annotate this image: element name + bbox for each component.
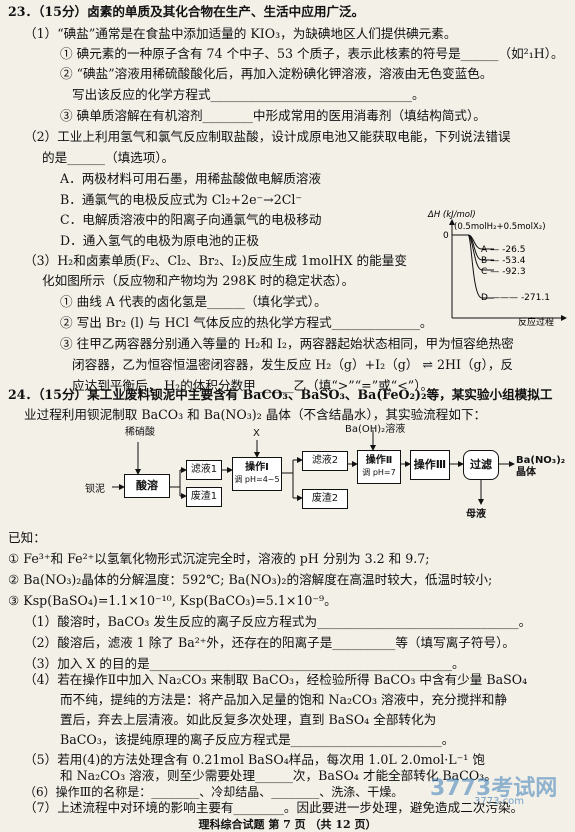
energy-zero: 0 bbox=[443, 231, 449, 241]
q24-step4a: （4）若在操作Ⅱ中加入 Na₂CO₃ 来制取 BaCO₃，经检验所得 BaCO₃… bbox=[24, 672, 528, 687]
q23-part3-1: ① 曲线 A 代表的卤化氢是______（填化学式）。 bbox=[60, 294, 327, 309]
q24-known-1: ① Fe³⁺和 Fe²⁺以氢氧化物形式沉淀完全时，溶液的 pH 分别为 3.2 … bbox=[8, 551, 430, 566]
watermark-url: 3773.com bbox=[474, 796, 524, 807]
curve-d bbox=[467, 234, 494, 299]
watermark-logo: 3773考试网 bbox=[430, 776, 558, 801]
q24-step2: （2）酸溶后，滤液 1 除了 Ba²⁺外，还存在的阳离子是__________等… bbox=[24, 635, 515, 650]
flow-residue2: 废渣2 bbox=[302, 489, 348, 509]
q23-part1: （1）“碘盐”通常是在食盐中添加适量的 KIO₃，为缺碘地区人们提供碘元素。 bbox=[24, 26, 457, 41]
flow-start: 钡泥 bbox=[85, 484, 105, 495]
flow-acid-dissolve: 酸溶 bbox=[124, 474, 170, 498]
q24-step3: （3）加入 X 的目的是____________________________… bbox=[24, 656, 465, 671]
curve-d-label: D———-271.1 bbox=[481, 293, 550, 303]
flow-baoh2-label: Ba(OH)₂溶液 bbox=[345, 424, 406, 435]
q23-part1-2b: 写出该反应的化学方程式_____________________________… bbox=[72, 87, 425, 102]
q24-step5b: 和 Na₂CO₃ 溶液，则至少需要处理______次，BaSO₄ 才能全部转化 … bbox=[60, 768, 497, 783]
q24-step7: （7）上述流程中对环境的影响主要有________。因此要进一步处理，避免造成二… bbox=[24, 800, 524, 815]
q23-part3-2: ② 写出 Br₂ (l) 与 HCl 气体反应的热化学方程式__________… bbox=[60, 315, 433, 330]
q24-step5a: （5）若用(4)的方法处理含有 0.21mol BaSO₄样品，每次用 1.0L… bbox=[24, 752, 485, 767]
q23-part3b: 化如图所示（反应物和产物均为 298K 时的稳定状态）。 bbox=[42, 273, 355, 288]
energy-top-label: (0.5molH₂+0.5molX₂) bbox=[454, 222, 546, 232]
q24-header-b: 业过程利用钡泥制取 BaCO₃ 和 Ba(NO₃)₂ 晶体（不含结晶水），其实验… bbox=[24, 407, 487, 422]
q23-part1-2a: ② “碘盐”溶液用稀硫酸酸化后，再加入淀粉碘化钾溶液，溶液由无色变蓝色。 bbox=[60, 66, 493, 81]
q24-step1: （1）酸溶时，BaCO₃ 发生反应的离子反应方程式为______________… bbox=[24, 614, 532, 629]
q24-step6: （6）操作Ⅲ的名称是：________、冷却结晶、________、洗涤、干燥。 bbox=[24, 785, 404, 799]
flow-filter: 过滤 bbox=[463, 450, 499, 480]
q23-part3-3a: ③ 往甲乙两容器分别通入等量的 H₂和 I₂，两容器起始状态相同，甲为恒容绝热密 bbox=[60, 336, 514, 351]
curve-a-label: A—-26.5 bbox=[481, 245, 525, 255]
q24-known-2: ② Ba(NO₃)₂晶体的分解温度：592℃; Ba(NO₃)₂的溶解度在高温时… bbox=[8, 572, 493, 587]
flow-x-label: X bbox=[253, 428, 260, 439]
q24-step4b: 而不纯，提纯的方法是：将产品加入足量的饱和 Na₂CO₃ 溶液中，充分搅拌和静 bbox=[60, 692, 507, 707]
curve-c bbox=[467, 234, 494, 271]
q23-option-d: D．通入氢气的电极为原电池的正极 bbox=[60, 233, 260, 248]
q23-part1-3: ③ 碘单质溶解在有机溶剂________中形成常用的医用消毒剂（填结构简式）。 bbox=[60, 108, 486, 123]
page-footer: 理科综合试题 第 7 页 （共 12 页） bbox=[198, 818, 377, 831]
energy-diagram: ΔH (kJ/mol) 0 (0.5molH₂+0.5molX₂) A—-26.… bbox=[427, 210, 567, 326]
flow-filtrate1: 滤液1 bbox=[186, 460, 222, 480]
q24-known-3: ③ Ksp(BaSO₄)=1.1×10⁻¹⁰, Ksp(BaCO₃)=5.1×1… bbox=[8, 593, 337, 608]
q24-step4c: 置后，弃去上层清液。如此反复多次处理，直到 BaSO₄ 全部转化为 bbox=[60, 712, 437, 727]
flow-residue1: 废渣1 bbox=[186, 487, 222, 507]
flow-mother-liquor: 母液 bbox=[466, 509, 486, 520]
q23-option-a: A．两极材料可用石墨，用稀盐酸做电解质溶液 bbox=[60, 171, 321, 186]
q23-part3-3b: 闭容器，乙为恒容恒温密闭容器，发生反应 H₂（g）+I₂（g） ⇌ 2HI（g）… bbox=[72, 357, 514, 372]
energy-xlabel: 反应过程 bbox=[518, 316, 554, 326]
curve-c-label: C—-92.3 bbox=[481, 267, 526, 277]
q23-option-b: B．通氯气的电极反应式为 Cl₂+2e⁻→2Cl⁻ bbox=[60, 192, 303, 207]
curve-b bbox=[467, 234, 494, 261]
curve-b-label: B—-53.4 bbox=[481, 256, 526, 266]
energy-ylabel: ΔH (kJ/mol) bbox=[427, 210, 476, 220]
q23-part1-1: ① 碘元素的一种原子含有 74 个中子、53 个质子，表示此核素的符号是____… bbox=[60, 46, 564, 61]
q23-header: 23．（15分）卤素的单质及其化合物在生产、生活中应用广泛。 bbox=[8, 4, 365, 19]
flow-acid-label: 稀硝酸 bbox=[125, 427, 155, 438]
q23-part2a: （2）工业上利用氢气和氯气反应制取盐酸，设计成原电池又能获取电能，下列说法错误 bbox=[24, 129, 511, 144]
flow-operation3: 操作Ⅲ bbox=[410, 450, 450, 480]
q23-part3a: （3）H₂和卤素单质(F₂、Cl₂、Br₂、I₂)反应生成 1molHX 的能量… bbox=[24, 253, 407, 268]
q23-part2b: 的是______（填选项）。 bbox=[42, 150, 175, 165]
flow-filtrate2: 滤液2 bbox=[302, 451, 348, 471]
q23-option-c: C．电解质溶液中的阳离子向通氯气的电极移动 bbox=[60, 212, 322, 227]
q24-header-a: 24．（15分）某工业废料钡泥中主要含有 BaCO₃、BaSO₃、Ba(FeO₂… bbox=[8, 387, 553, 402]
q24-known: 已知： bbox=[8, 530, 46, 545]
q23-part3-3c: 应达到平衡后， H₂的体积分数甲______乙（填“>”“=”或“<”）。 bbox=[72, 378, 434, 393]
q24-step4d: BaCO₃，该提纯原理的离子反应方程式是____________________… bbox=[60, 732, 455, 747]
